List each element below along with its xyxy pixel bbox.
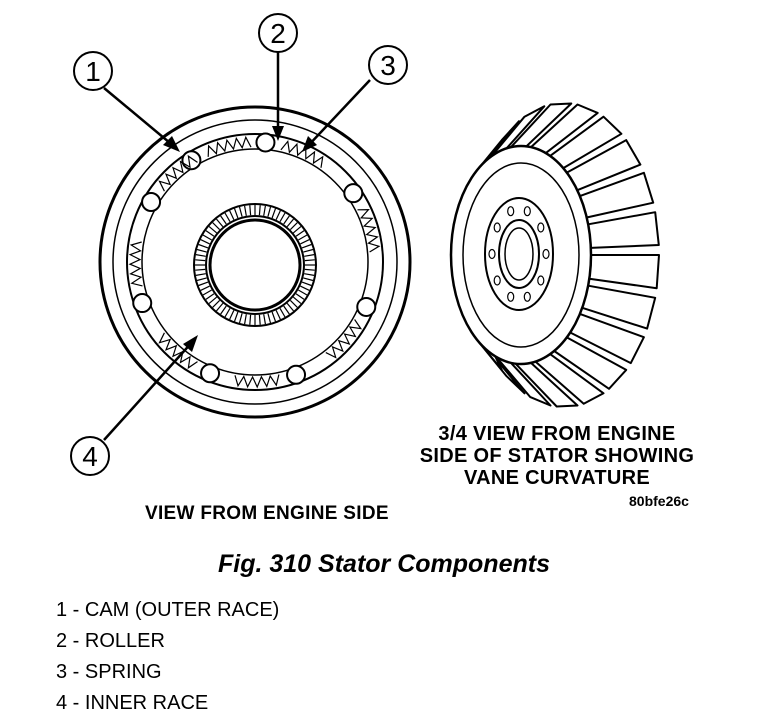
roller (356, 296, 377, 317)
spring (128, 241, 143, 287)
spring (207, 135, 252, 157)
caption-line: VANE CURVATURE (463, 467, 651, 489)
legend-item: 1 - CAM (OUTER RACE) (56, 599, 280, 621)
bolt-hole (507, 206, 515, 217)
roller-set (132, 132, 377, 385)
caption-line: 3/4 VIEW FROM ENGINE (438, 423, 676, 445)
figure-title: Fig. 310 Stator Components (218, 550, 550, 578)
bolt-hole (523, 291, 531, 302)
legend-item: 3 - SPRING (56, 661, 162, 683)
engine-side-view-caption: VIEW FROM ENGINE SIDE (145, 503, 389, 524)
hub-splines (195, 205, 315, 325)
spring (357, 208, 381, 253)
bolt-hole (507, 291, 515, 302)
roller (255, 132, 276, 153)
roller (132, 293, 153, 314)
stator-three-quarter-view (449, 102, 660, 408)
bolt-hole (488, 248, 496, 260)
caption-line: SIDE OF STATOR SHOWING (419, 445, 695, 467)
legend-item: 4 - INNER RACE (56, 692, 209, 714)
vane (587, 211, 660, 249)
bolt-hole (537, 275, 545, 286)
callout-3: 3 (302, 45, 408, 152)
spring (158, 154, 198, 192)
vane (588, 254, 660, 290)
bolt-hole (537, 222, 545, 233)
figure-id: 80bfe26c (629, 493, 689, 509)
callout-4: 4 (70, 335, 198, 476)
callout-number: 3 (380, 50, 396, 81)
callout-number: 4 (82, 441, 98, 472)
spring (325, 319, 363, 359)
roller (181, 150, 202, 171)
callout-1: 1 (73, 51, 180, 152)
parts-legend: 1 - CAM (OUTER RACE) 2 - ROLLER 3 - SPRI… (56, 595, 279, 719)
spring (158, 332, 198, 370)
hub-bolt-holes (488, 206, 550, 302)
three-quarter-view-caption: 3/4 VIEW FROM ENGINE SIDE OF STATOR SHOW… (392, 423, 722, 489)
spring (234, 374, 280, 389)
stator-illustration: 1 2 3 4 (70, 13, 660, 476)
bolt-hole (493, 275, 501, 286)
callout-2: 2 (258, 13, 298, 141)
bolt-hole (542, 248, 550, 260)
roller (200, 363, 221, 384)
callout-number: 1 (85, 56, 101, 87)
roller (343, 183, 364, 204)
callout-number: 2 (270, 18, 286, 49)
bolt-hole (493, 222, 501, 233)
legend-item: 2 - ROLLER (56, 630, 165, 652)
roller (286, 364, 307, 385)
stator-front-view (98, 105, 412, 419)
bolt-hole (523, 206, 531, 217)
roller (141, 192, 162, 212)
